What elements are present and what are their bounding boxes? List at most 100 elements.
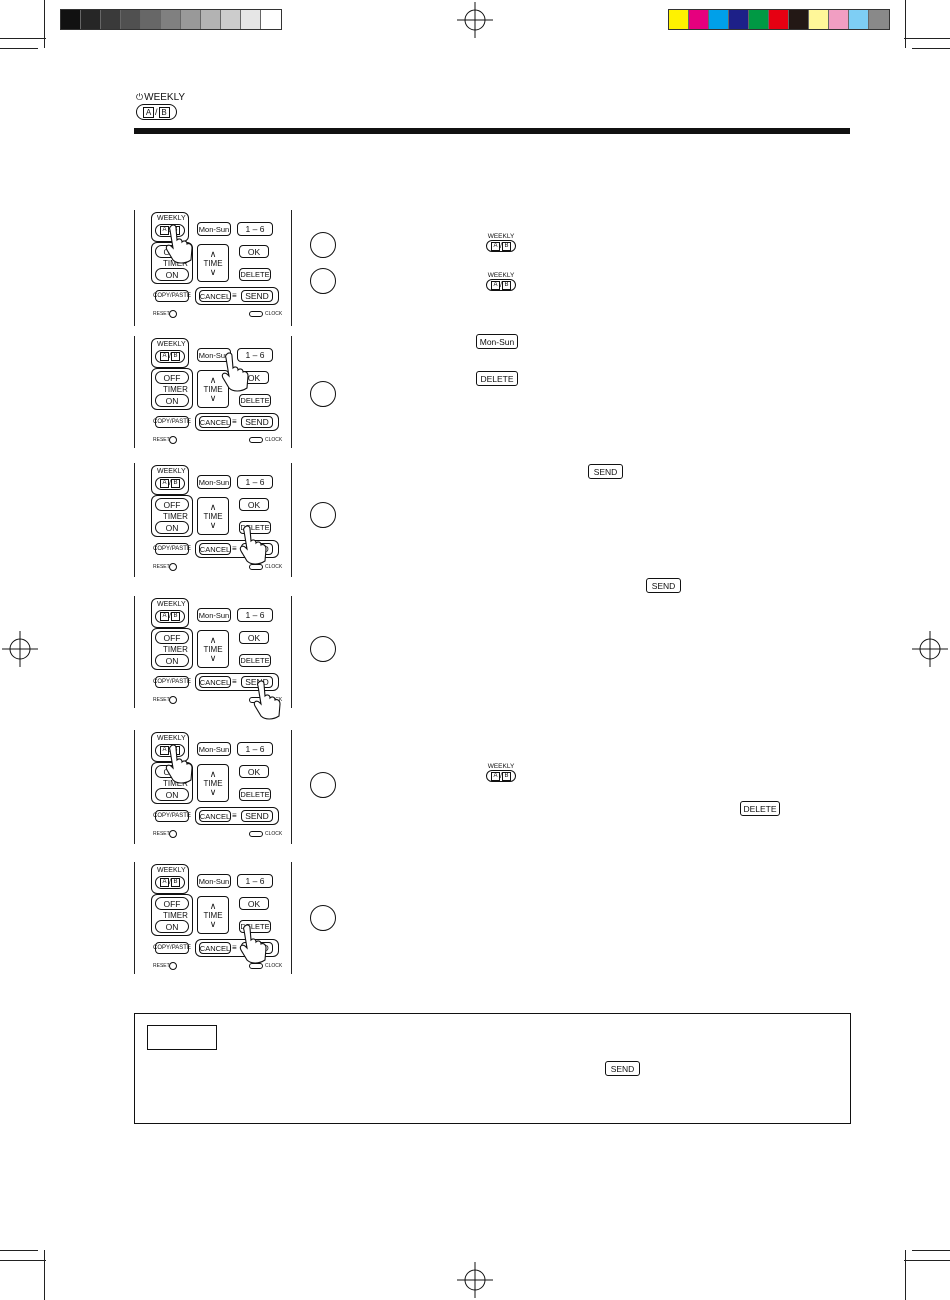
remote-delete-button[interactable]: DELETE [239,654,271,667]
remote-on-button[interactable]: ON [155,788,189,801]
remote-off-button[interactable]: OFF [155,371,189,384]
remote-copy-paste-button[interactable]: COPY/PASTE [153,942,191,954]
remote-reset-label: RESET [153,963,170,969]
remote-time-button[interactable]: ∧ TIME ∨ [197,630,229,668]
remote-timer-label: TIMER [163,512,188,521]
remote-ab-button[interactable]: A/B [155,876,185,889]
remote-on-button[interactable]: ON [155,394,189,407]
remote-mon-sun-button[interactable]: Mon-Sun [197,742,231,756]
color-swatch [789,10,809,29]
gray-swatch [61,10,81,29]
chevron-up-icon: ∧ [209,634,217,645]
chevron-up-icon: ∧ [209,501,217,512]
remote-one-six-button[interactable]: 1 – 6 [237,742,273,756]
remote-send-button[interactable]: SEND [241,810,273,822]
remote-cancel-button[interactable]: CANCEL [199,290,231,302]
remote-time-button[interactable]: ∧ TIME ∨ [197,244,229,282]
remote-send-button[interactable]: SEND [241,416,273,428]
remote-ab-button[interactable]: A/B [155,350,185,363]
remote-weekly-label: WEEKLY [157,867,186,874]
remote-send-button[interactable]: SEND [241,290,273,302]
remote-cancel-button[interactable]: CANCEL [199,543,231,555]
remote-mon-sun-button[interactable]: Mon-Sun [197,475,231,489]
remote-delete-button[interactable]: DELETE [239,521,271,534]
step-circle-2 [310,268,336,294]
remote-ok-button[interactable]: OK [239,765,269,778]
remote-ok-button[interactable]: OK [239,897,269,910]
remote-cancel-button[interactable]: CANCEL [199,810,231,822]
remote-cancel-button[interactable]: CANCEL [199,416,231,428]
remote-off-button[interactable]: OFF [155,897,189,910]
remote-control-panel: WEEKLY A/B Mon-Sun 1 – 6 OFF TIMER ON ∧ … [134,463,292,577]
remote-ok-button[interactable]: OK [239,498,269,511]
step-circle-4 [310,502,336,528]
remote-one-six-button[interactable]: 1 – 6 [237,475,273,489]
chevron-down-icon: ∨ [209,392,217,403]
remote-on-button[interactable]: ON [155,654,189,667]
timer-clock-icon: ⏻ [136,92,144,102]
remote-weekly-label: WEEKLY [157,468,186,475]
chevron-down-icon: ∨ [209,652,217,663]
remote-delete-button[interactable]: DELETE [239,268,271,281]
remote-ok-button[interactable]: OK [239,245,269,258]
remote-on-button[interactable]: ON [155,920,189,933]
step-circle-3 [310,381,336,407]
remote-one-six-button[interactable]: 1 – 6 [237,874,273,888]
clock-button-icon [249,831,263,837]
remote-copy-paste-button[interactable]: COPY/PASTE [153,290,191,302]
remote-copy-paste-button[interactable]: COPY/PASTE [153,416,191,428]
remote-send-button[interactable]: SEND [241,676,273,688]
clock-button-icon [249,311,263,317]
color-swatch [669,10,689,29]
color-swatch [829,10,849,29]
remote-mon-sun-button[interactable]: Mon-Sun [197,874,231,888]
remote-one-six-button[interactable]: 1 – 6 [237,222,273,236]
chevron-up-icon: ∧ [209,248,217,259]
weekly-ab-inline-icon-2: WEEKLY A/B [484,272,518,291]
step-circle-7 [310,905,336,931]
remote-off-button[interactable]: OFF [155,631,189,644]
note-label-box [147,1025,217,1050]
remote-mon-sun-button[interactable]: Mon-Sun [197,608,231,622]
remote-off-button[interactable]: OFF [155,498,189,511]
remote-delete-button[interactable]: DELETE [239,394,271,407]
remote-cancel-button[interactable]: CANCEL [199,942,231,954]
step-circle-1 [310,232,336,258]
remote-mon-sun-button[interactable]: Mon-Sun [197,348,231,362]
remote-one-six-button[interactable]: 1 – 6 [237,348,273,362]
remote-time-button[interactable]: ∧ TIME ∨ [197,896,229,934]
remote-clock-label: CLOCK [265,963,283,969]
remote-timer-label: TIMER [163,645,188,654]
registration-mark-top [457,2,493,38]
chevron-down-icon: ∨ [209,918,217,929]
reset-circle-icon [169,962,177,970]
remote-on-button[interactable]: ON [155,268,189,281]
send-inline-icon-2: SEND [646,578,681,593]
note-box: SEND [134,1013,851,1124]
gray-swatch [121,10,141,29]
ab-pill: A / B [136,104,177,120]
remote-copy-paste-button[interactable]: COPY/PASTE [153,543,191,555]
remote-ab-button[interactable]: A/B [155,610,185,623]
remote-reset-label: RESET [153,564,170,570]
remote-cancel-button[interactable]: CANCEL [199,676,231,688]
remote-delete-button[interactable]: DELETE [239,788,271,801]
remote-on-button[interactable]: ON [155,521,189,534]
remote-mon-sun-button[interactable]: Mon-Sun [197,222,231,236]
color-swatch [749,10,769,29]
reset-circle-icon [169,696,177,704]
gray-swatch [141,10,161,29]
gray-swatch [181,10,201,29]
remote-ok-button[interactable]: OK [239,631,269,644]
remote-ab-button[interactable]: A/B [155,477,185,490]
remote-time-button[interactable]: ∧ TIME ∨ [197,497,229,535]
remote-copy-paste-button[interactable]: COPY/PASTE [153,676,191,688]
remote-time-button[interactable]: ∧ TIME ∨ [197,764,229,802]
remote-timer-label: TIMER [163,779,188,788]
color-swatch [869,10,889,29]
remote-timer-label: TIMER [163,911,188,920]
remote-weekly-label: WEEKLY [157,735,186,742]
remote-copy-paste-button[interactable]: COPY/PASTE [153,810,191,822]
remote-one-six-button[interactable]: 1 – 6 [237,608,273,622]
gray-swatch [241,10,261,29]
